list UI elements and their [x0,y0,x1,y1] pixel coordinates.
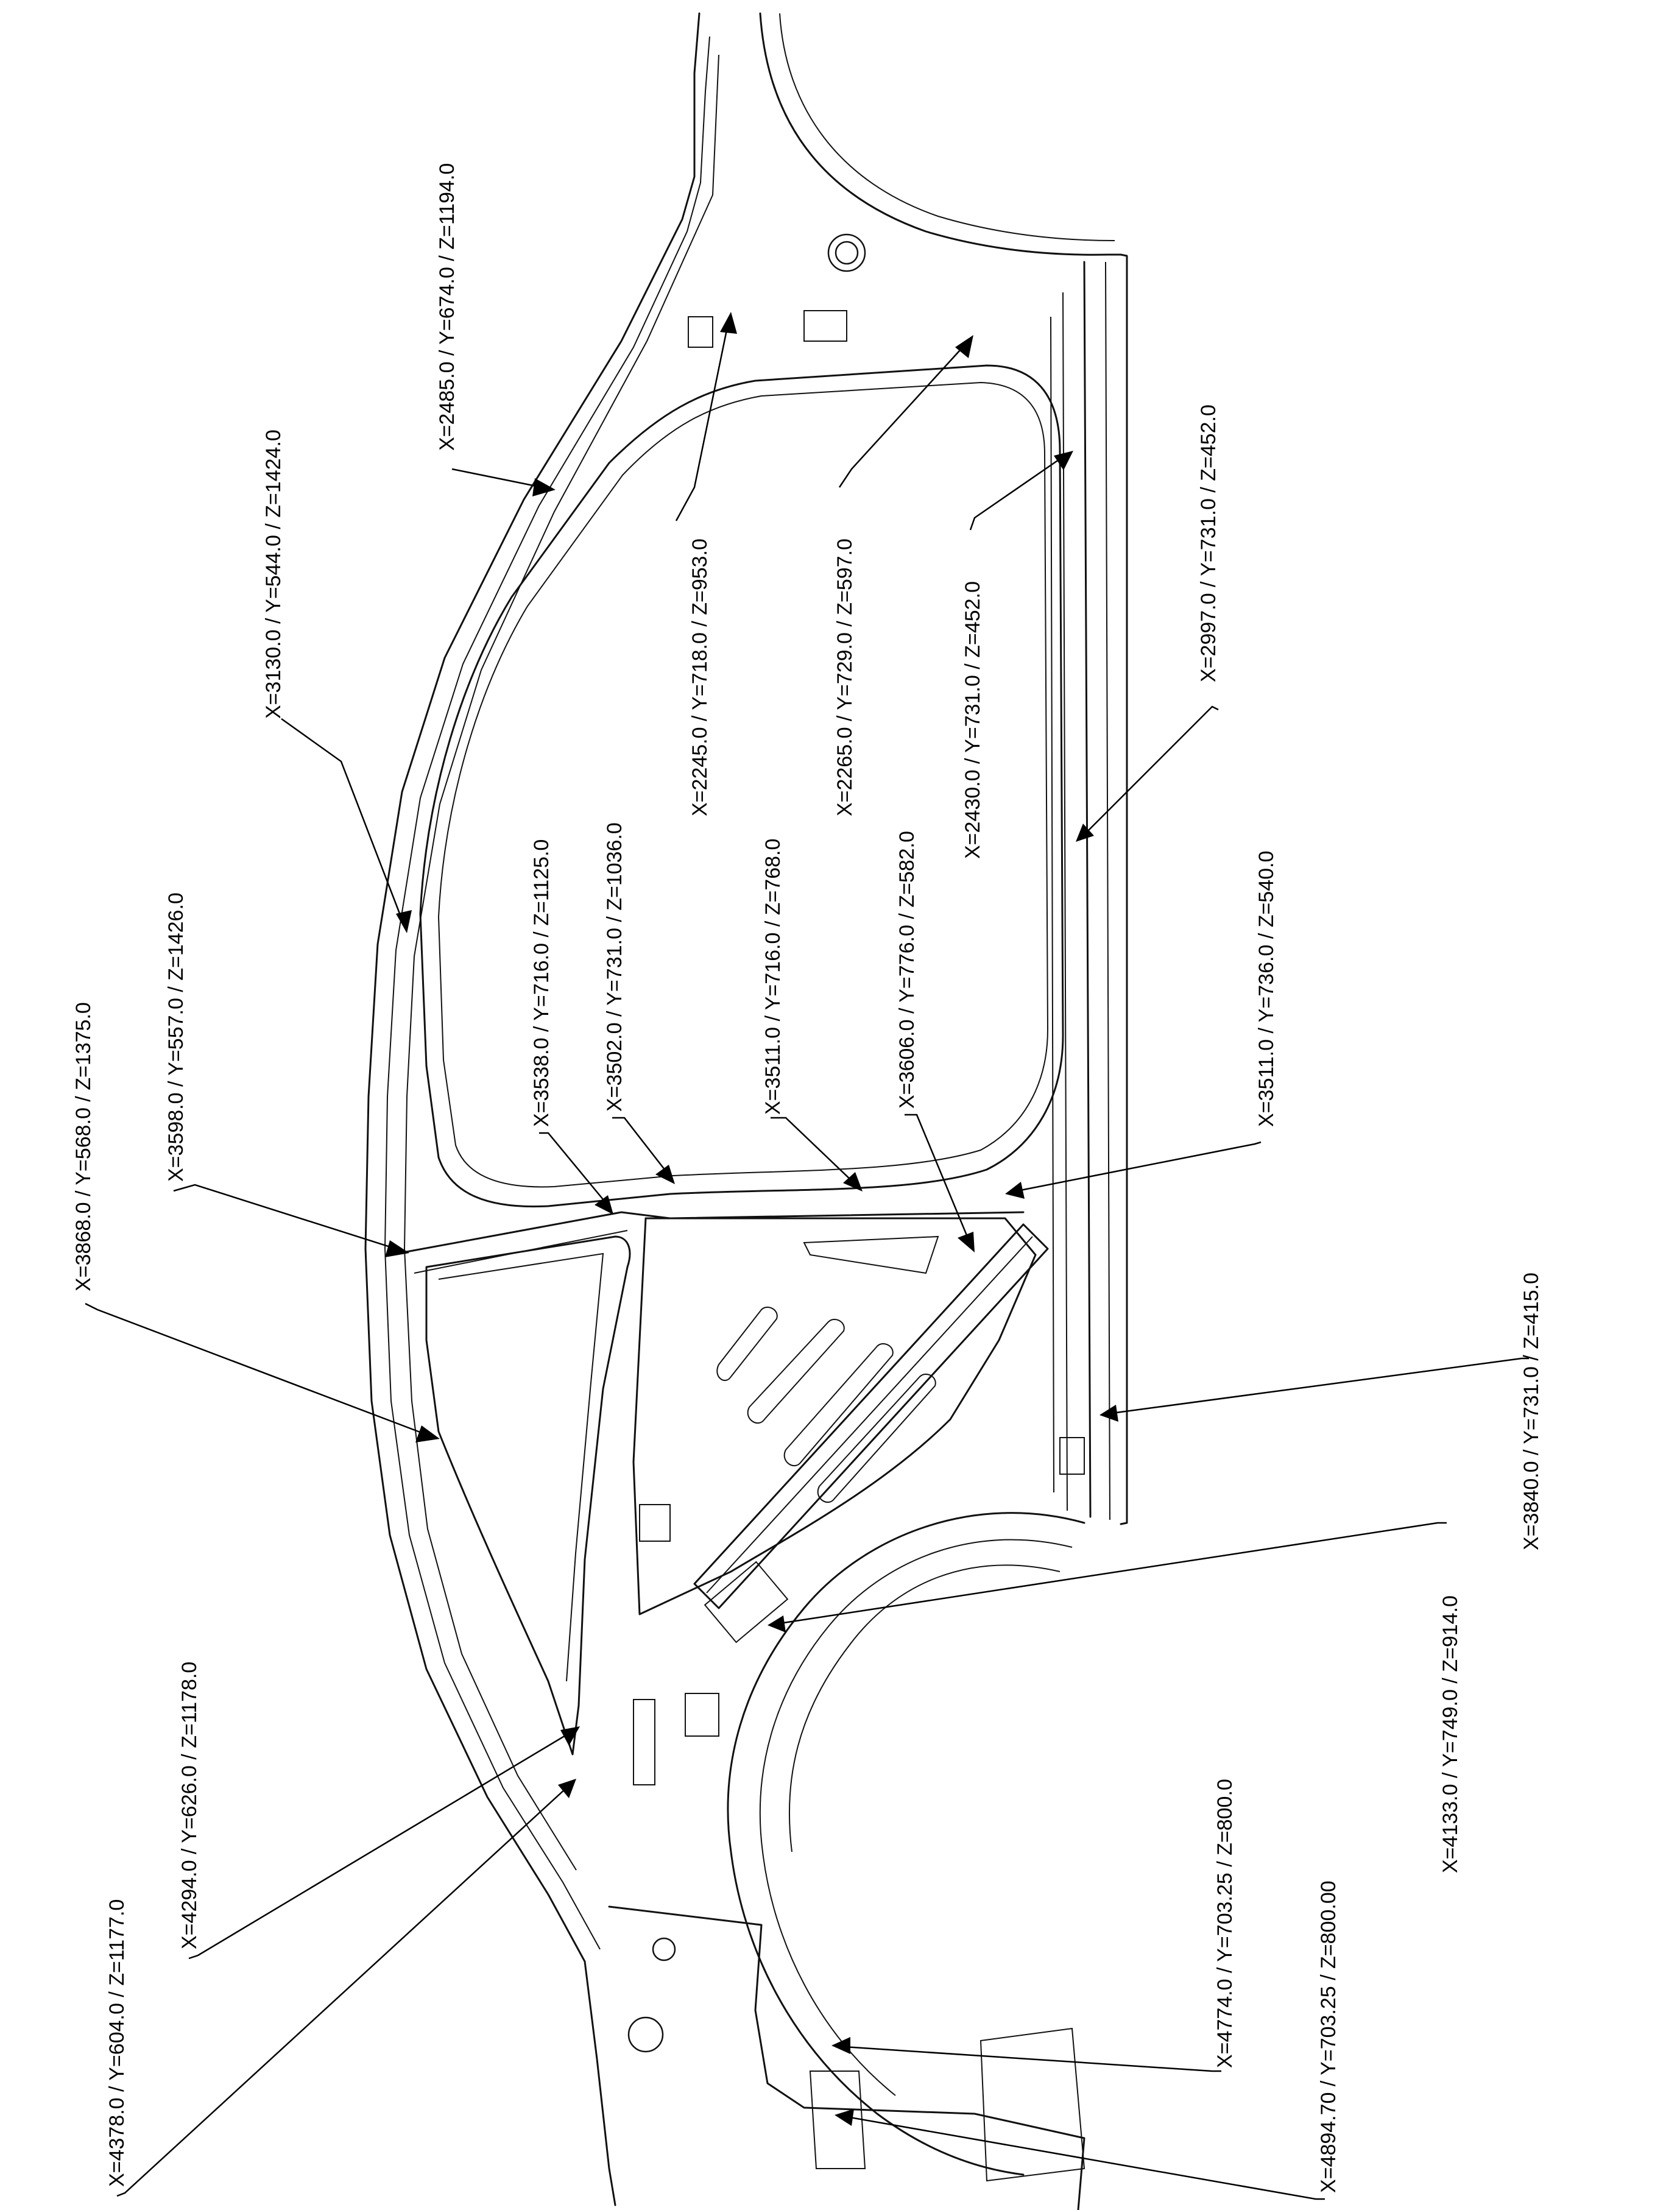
leader-lines [85,312,1529,2200]
roof-rail-seam [403,54,719,1871]
callout-label: X=3538.0 / Y=716.0 / Z=1125.0 [530,839,553,1127]
b-pillar [389,1211,1025,1256]
callout-label: X=3606.0 / Y=776.0 / Z=582.0 [895,831,919,1109]
body-side-panel [364,12,1128,2210]
rear-wheel-arch-inner [759,1539,1073,2096]
rocker-step [1062,292,1068,1511]
callout-label: X=2245.0 / Y=718.0 / Z=953.0 [688,538,711,816]
slot-feature [1059,1437,1085,1475]
slot-feature [639,1504,671,1542]
front-door-opening [419,364,1064,1208]
tail-lamp-pocket [979,2027,1085,2182]
rocker-flange [1105,261,1110,1520]
slot-feature [685,1693,719,1737]
front-pillar-inner [779,13,1115,241]
callout-label: X=3868.0 / Y=568.0 / Z=1375.0 [72,1002,95,1291]
rear-wheel-arch-lip [788,1564,1061,1852]
quarter-inner-panel [632,1217,1037,1615]
diagonal-brace-inner [706,1236,1033,1594]
quarter-window-inner [438,1252,604,1682]
hole-feature [652,1937,676,1961]
hole-feature [627,2016,664,2053]
slot-feature [803,310,847,342]
callout-label: X=2485.0 / Y=674.0 / Z=1194.0 [436,163,459,451]
rocker-outer [1120,253,1128,1525]
callout-labels: X=2485.0 / Y=674.0 / Z=1194.0 X=3130.0 /… [72,163,1543,2193]
callout-label: X=4774.0 / Y=703.25 / Z=800.0 [1213,1779,1237,2068]
panel-ribs [716,1235,939,1503]
rear-bracket [809,2071,866,2169]
quarter-window-opening [425,1235,631,1756]
slot-feature [688,316,713,348]
callout-label: X=4133.0 / Y=749.0 / Z=914.0 [1439,1595,1462,1873]
callout-label: X=2430.0 / Y=731.0 / Z=452.0 [961,581,984,859]
callout-label: X=2265.0 / Y=729.0 / Z=597.0 [833,538,856,816]
rocker-inner [1083,261,1092,1518]
bracket-feature [704,1561,789,1643]
callout-label: X=4378.0 / Y=604.0 / Z=1177.0 [105,1899,129,2187]
slot-feature [633,1699,655,1785]
callout-label: X=3130.0 / Y=544.0 / Z=1424.0 [262,429,285,719]
rear-quarter-panel [608,1905,1085,2210]
rear-wheel-arch [727,1512,1085,2176]
callout-label: X=3840.0 / Y=731.0 / Z=415.0 [1520,1273,1543,1550]
callout-label: X=4894.70 / Y=703.25 / Z=800.00 [1317,1880,1340,2193]
callout-label: X=3511.0 / Y=716.0 / Z=768.0 [761,839,785,1115]
callout-label: X=3598.0 / Y=557.0 / Z=1426.0 [164,892,188,1182]
callout-label: X=3502.0 / Y=731.0 / Z=1036.0 [603,822,626,1112]
front-door-frame-top [759,12,1122,256]
callout-label: X=4294.0 / Y=626.0 / Z=1178.0 [178,1662,201,1949]
callout-label: X=3511.0 / Y=736.0 / Z=540.0 [1255,851,1278,1127]
rocker-step-2 [1050,316,1054,1493]
front-door-opening-inner [437,381,1049,1188]
roof-rail-inner [384,36,710,1950]
callout-label: X=2997.0 / Y=731.0 / Z=452.0 [1197,404,1220,682]
roof-rail-outer [364,12,701,2206]
